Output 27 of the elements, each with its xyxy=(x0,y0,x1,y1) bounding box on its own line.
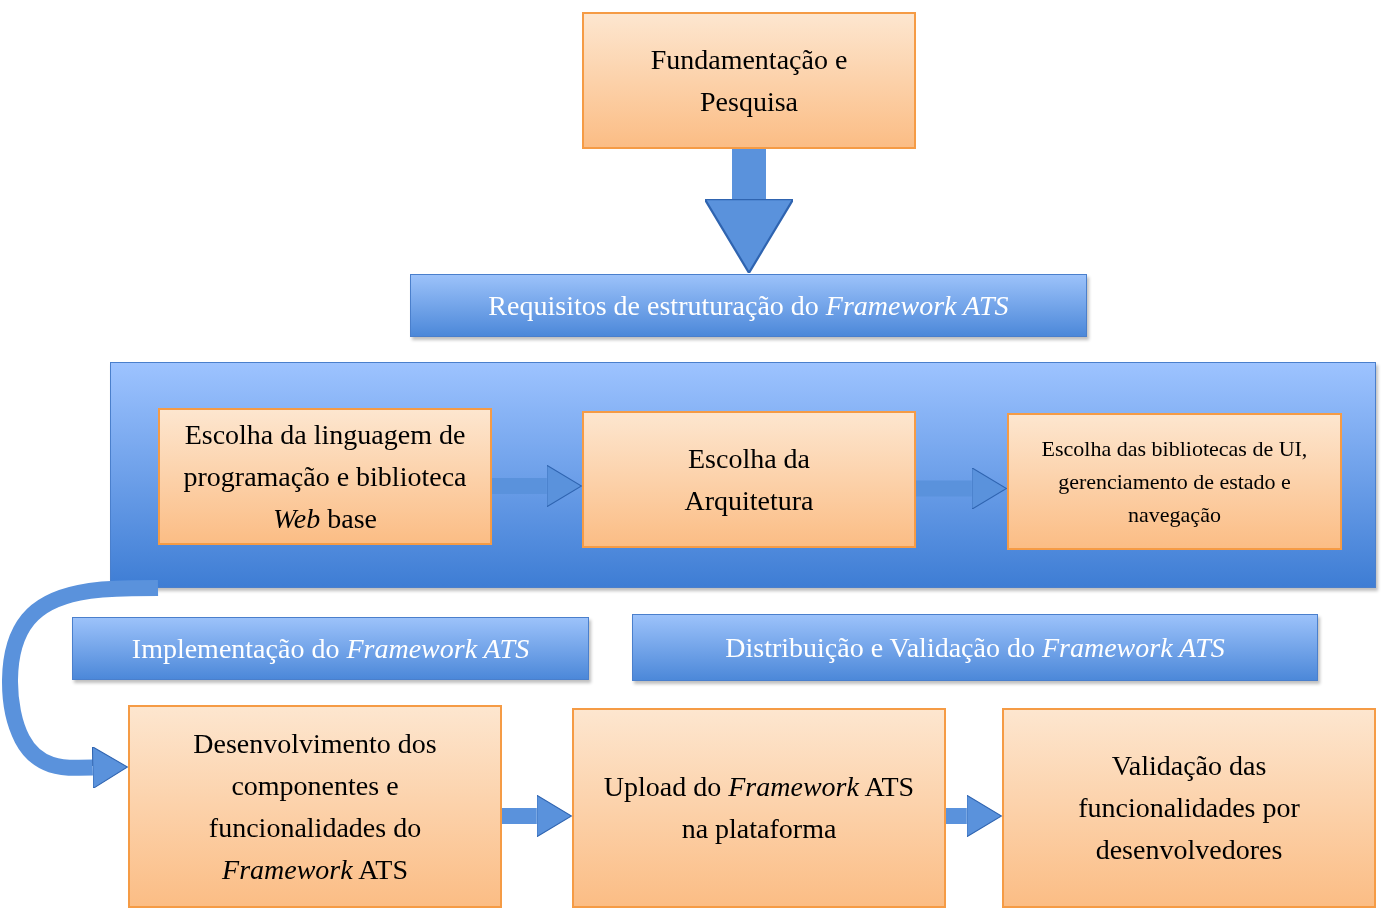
process-box xyxy=(128,705,502,908)
box-label: Escolha da linguagem de programação e biblioteca Web base xyxy=(182,417,468,536)
box-label: Validação das funcionalidades por desenvolvedores xyxy=(1077,749,1301,867)
process-box xyxy=(1007,413,1342,550)
box-label: Escolha das bibliotecas de UI, gerenciamento de estado e navegação xyxy=(1040,435,1309,529)
box-label: Implementação do Framework ATS xyxy=(131,632,530,665)
process-box xyxy=(158,408,492,545)
process-box xyxy=(572,708,946,908)
box-label: Escolha da Arquitetura xyxy=(683,441,815,518)
block-arrow xyxy=(946,794,1002,838)
phase-banner xyxy=(410,274,1087,337)
block-arrow xyxy=(703,149,795,274)
box-label: Upload do Framework ATS na plataforma xyxy=(602,770,916,846)
process-box xyxy=(582,411,916,548)
box-label: Distribuição e Validação do Framework ATS xyxy=(725,631,1225,664)
phase-banner xyxy=(72,617,589,680)
process-box xyxy=(582,12,916,149)
phase-banner xyxy=(632,614,1318,681)
box-label: Fundamentação e Pesquisa xyxy=(649,42,849,119)
box-label: Requisitos de estruturação do Framework ATS xyxy=(488,289,1009,322)
process-box xyxy=(1002,708,1376,908)
group-panel xyxy=(110,362,1376,588)
block-arrow xyxy=(502,794,572,838)
block-arrow xyxy=(492,464,582,508)
block-arrow xyxy=(916,467,1007,510)
block-arrow xyxy=(2,580,159,789)
box-label: Desenvolvimento dos componentes e funcionalidades do Framework ATS xyxy=(192,726,438,887)
